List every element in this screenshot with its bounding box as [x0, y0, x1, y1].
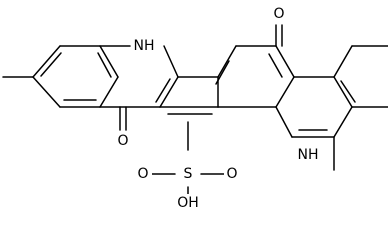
sulfonate-o-right-label: O	[226, 166, 237, 182]
label-bg-carbonyl-top	[271, 5, 287, 23]
label-bg-nh-right	[296, 146, 320, 164]
nh-left-label: NH	[134, 38, 155, 54]
bond-ring-a-1-inner	[40, 52, 62, 77]
bond-ring-c-4	[275, 45, 295, 78]
molecule-structure: NH O O NH S O O OH	[2, 5, 388, 212]
bond-ring-d-6	[333, 106, 353, 138]
bond-ring-c-2	[217, 45, 237, 78]
bond-ring-a-3-inner	[97, 52, 112, 78]
bond-ring-d-8	[275, 106, 293, 138]
label-bg-sulfonate-s	[180, 165, 196, 183]
bond-ring-c-5	[275, 76, 295, 108]
bonds	[2, 24, 388, 204]
bond-ring-b-3-inner	[155, 78, 171, 103]
nh-right-label: NH	[298, 147, 319, 163]
bond-ring-d-4	[333, 76, 353, 108]
bond-ring-a-3	[99, 45, 119, 78]
bond-ring-d-2	[333, 45, 353, 78]
bond-ring-c-4-inner	[268, 53, 283, 78]
atom-labels: NH O O NH S O O OH	[115, 5, 320, 212]
carbonyl-bottom-label: O	[117, 133, 128, 149]
bond-ring-d-4-inner	[340, 80, 356, 103]
bond-ring-b-3	[159, 76, 179, 108]
sulfonate-s-label: S	[184, 166, 193, 182]
carbonyl-top-label: O	[273, 6, 284, 22]
bond-ring-a-4	[99, 76, 119, 108]
sulfonate-oh-label: OH	[177, 195, 199, 211]
label-bg-carbonyl-bottom	[115, 132, 131, 150]
label-bg-sulfonate-o-left	[136, 165, 152, 183]
sulfonate-o-left-label: O	[137, 166, 148, 182]
bond-ring-a-6	[32, 76, 61, 108]
label-bg-nh-left	[131, 36, 155, 54]
label-bg-sulfonate-oh	[176, 194, 202, 212]
bond-ring-b-2	[163, 45, 179, 78]
label-bg-sulfonate-o-right	[224, 165, 240, 183]
bond-ring-a-1	[32, 45, 61, 78]
